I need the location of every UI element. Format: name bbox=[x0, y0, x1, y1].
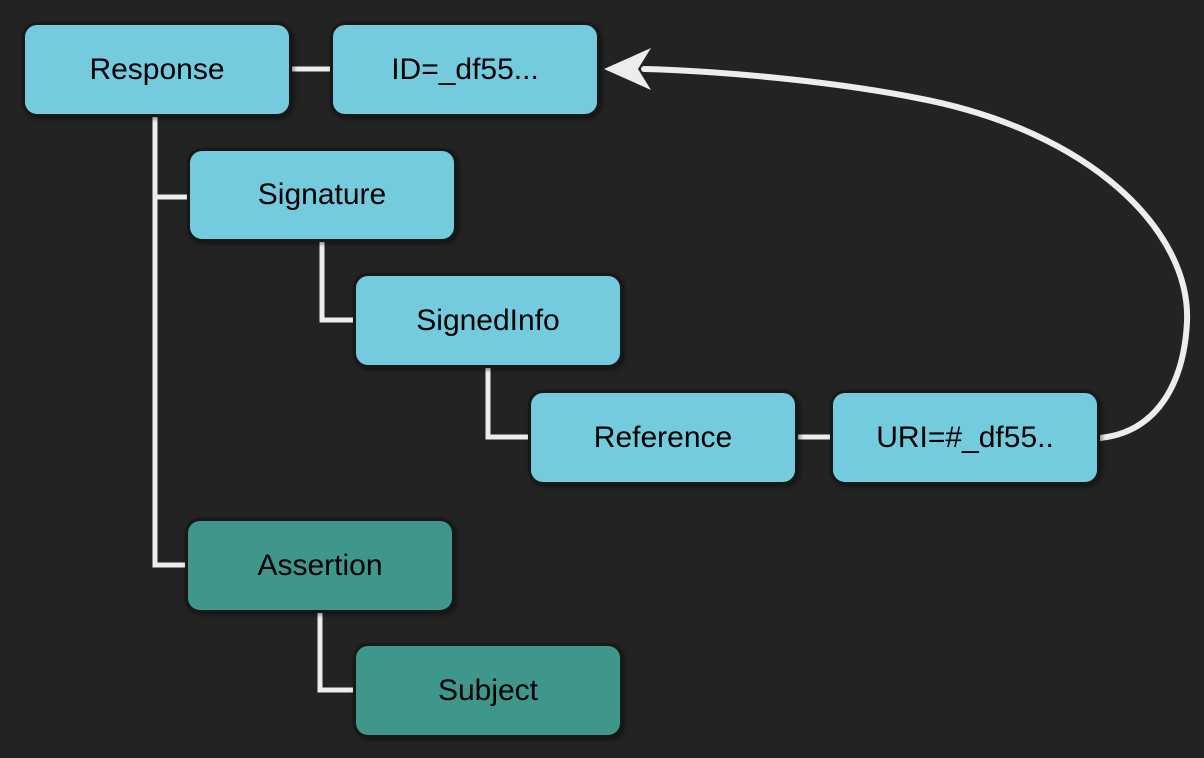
node-subject[interactable]: Subject bbox=[353, 643, 623, 738]
node-signedinfo[interactable]: SignedInfo bbox=[353, 273, 623, 368]
node-assertion[interactable]: Assertion bbox=[185, 518, 455, 613]
edge-signedinfo-reference bbox=[485, 368, 528, 440]
edge-response-assertion bbox=[152, 115, 185, 568]
node-id-attribute[interactable]: ID=_df55... bbox=[330, 22, 600, 117]
node-reference-label: Reference bbox=[593, 420, 733, 454]
node-signedinfo-label: SignedInfo bbox=[416, 303, 560, 337]
node-uri-attribute[interactable]: URI=#_df55.. bbox=[830, 390, 1100, 485]
edge-assertion-subject bbox=[317, 613, 353, 693]
node-id-attribute-label: ID=_df55... bbox=[391, 52, 539, 86]
arrowhead-icon bbox=[604, 48, 651, 90]
edge-signature-signedinfo bbox=[319, 242, 353, 323]
node-uri-attribute-label: URI=#_df55.. bbox=[876, 420, 1054, 454]
node-response[interactable]: Response bbox=[22, 22, 292, 117]
node-subject-label: Subject bbox=[437, 673, 539, 707]
edge-uri-id-reference-curve bbox=[641, 66, 1191, 441]
node-assertion-label: Assertion bbox=[257, 548, 383, 582]
node-reference[interactable]: Reference bbox=[528, 390, 798, 485]
node-response-label: Response bbox=[89, 52, 225, 86]
node-signature[interactable]: Signature bbox=[187, 148, 457, 242]
node-signature-label: Signature bbox=[257, 178, 387, 211]
